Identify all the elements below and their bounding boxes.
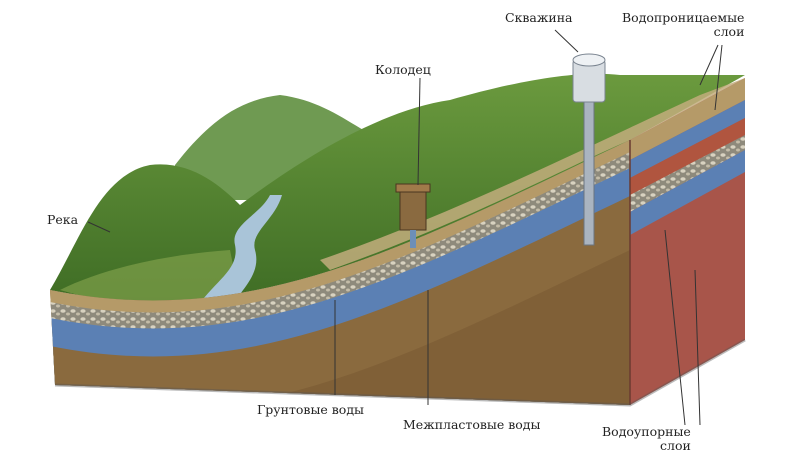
leader-lines — [87, 29, 723, 426]
label-impermeable-layers: Водоупорные слои — [602, 425, 691, 453]
label-groundwater: Грунтовые воды — [257, 402, 364, 417]
well-structure — [395, 183, 431, 248]
label-river: Река — [47, 212, 79, 227]
block-shadow — [54, 338, 746, 407]
river — [195, 195, 282, 312]
label-impermeable-line2: слои — [660, 438, 691, 453]
label-permeable-line1: Водопроницаемые — [622, 10, 745, 25]
label-well: Колодец — [375, 62, 431, 77]
side-face-strata — [630, 78, 745, 405]
label-impermeable-line1: Водоупорные — [602, 424, 691, 439]
label-permeable-line2: слои — [713, 24, 745, 39]
label-permeable-layers: Водопроницаемые слои — [622, 11, 744, 39]
meadow — [60, 250, 240, 306]
deep-clay-layer — [50, 250, 630, 405]
label-borehole: Скважина — [505, 10, 573, 25]
label-interlayer-water: Межпластовые воды — [403, 417, 541, 432]
borehole-tower — [572, 53, 606, 246]
